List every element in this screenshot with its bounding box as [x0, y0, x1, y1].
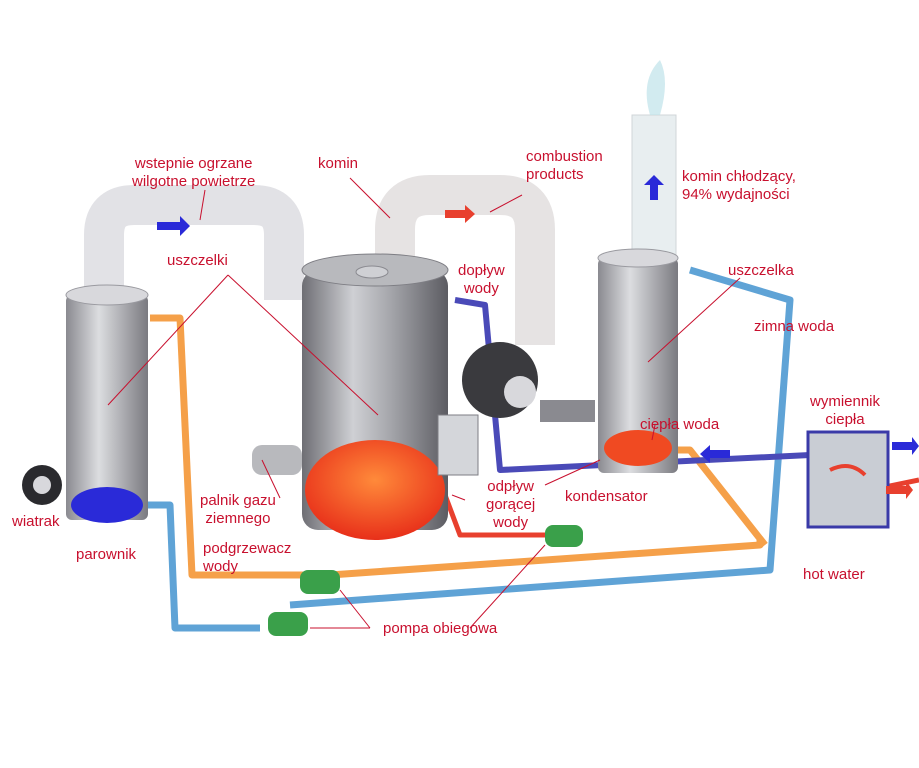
label-cooling-chimney: komin chłodzący, 94% wydajności — [682, 168, 796, 203]
label-chimney: komin — [318, 155, 359, 172]
label-gas-burner: palnik gazu ziemnego — [200, 492, 276, 527]
middle-duct — [375, 175, 555, 345]
cooling-chimney-tube — [631, 60, 677, 266]
left-duct — [84, 185, 304, 300]
label-cold-water: zimna woda — [754, 318, 835, 335]
label-circulation-pump: pompa obiegowa — [383, 620, 498, 637]
label-heat-exchanger: wymiennik ciepła — [810, 393, 881, 428]
leader-lines — [107, 177, 741, 629]
label-warm-water: ciepła woda — [640, 416, 720, 433]
condenser-column — [597, 248, 679, 473]
circulation-pump — [268, 525, 583, 636]
label-hot-water-outlet: odpływ gorącej wody — [486, 478, 536, 531]
heat-exchanger — [806, 430, 890, 529]
label-seal: uszczelka — [728, 262, 794, 279]
fan — [22, 465, 62, 505]
label-seals: uszczelki — [167, 252, 228, 269]
control-box — [437, 414, 479, 476]
label-water-inlet: dopływ wody — [458, 262, 505, 297]
cold-pipe — [145, 266, 794, 632]
flow-arrows — [157, 175, 919, 499]
main-boiler — [301, 253, 449, 540]
evaporator-column — [65, 284, 149, 523]
label-evaporator: parownik — [76, 546, 137, 563]
label-combustion-products: combustion products — [526, 148, 603, 183]
gas-burner — [252, 445, 302, 475]
label-preheater: podgrzewacz wody — [203, 540, 292, 575]
label-fan: wiatrak — [12, 513, 60, 530]
blower — [462, 342, 595, 422]
label-hot-water: hot water — [803, 566, 865, 583]
label-condenser: kondensator — [565, 488, 648, 505]
label-preheated-air: wstepnie ogrzane wilgotne powietrze — [132, 155, 256, 190]
